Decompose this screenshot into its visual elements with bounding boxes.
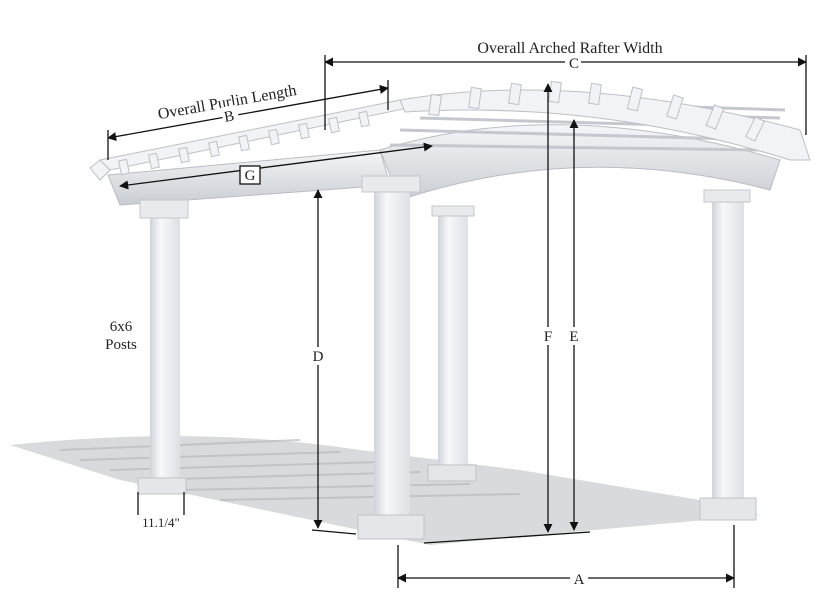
dimension-c-label: C — [569, 56, 579, 72]
e-letter-bg — [566, 327, 582, 345]
front-center-post — [357, 175, 425, 540]
dimension-g-label: G — [245, 168, 256, 184]
d-letter-bg — [309, 347, 327, 365]
front-left-post — [137, 199, 189, 495]
side-beam — [379, 124, 781, 201]
dimension-d-label: D — [313, 349, 324, 365]
f-letter-bg — [540, 327, 556, 345]
dimension-e-label: E — [569, 329, 578, 345]
dimension-a-label: A — [574, 572, 585, 588]
posts-size-label: 6x6 — [110, 319, 133, 335]
back-right-post — [699, 189, 757, 521]
dimension-b-label: B — [223, 108, 236, 125]
rafter-width-label: Overall Arched Rafter Width — [477, 40, 662, 57]
back-left-post — [427, 205, 477, 482]
dimension-f-label: F — [544, 329, 552, 345]
posts-label: Posts — [105, 337, 137, 353]
g-letter-box — [239, 165, 261, 185]
base-width-label: 11.1/4" — [142, 515, 180, 530]
b-letter-bg — [220, 104, 240, 124]
c-letter-bg — [565, 54, 581, 70]
a-letter-bg — [570, 570, 588, 588]
